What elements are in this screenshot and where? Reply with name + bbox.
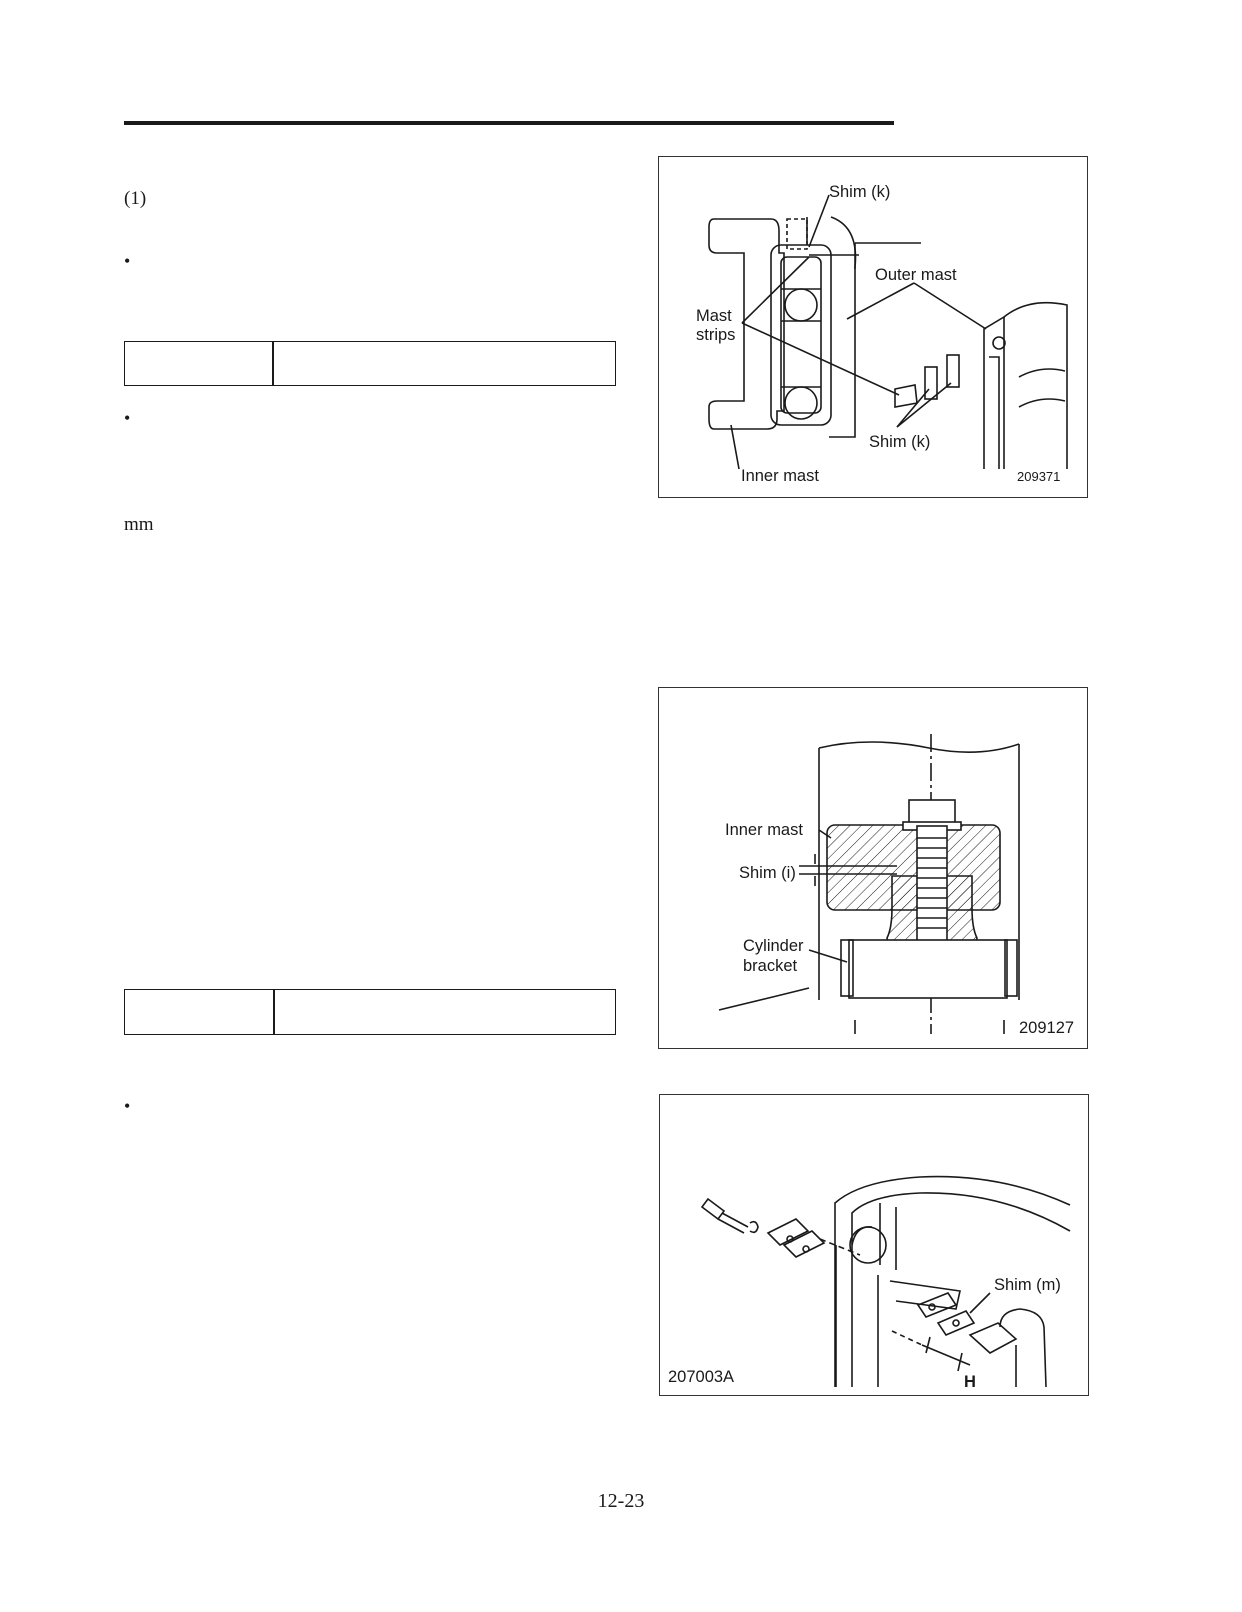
figure-shim-m: Shim (m) H 207003A	[659, 1094, 1089, 1396]
label-inner-mast: Inner mast	[741, 467, 819, 485]
bullet-item-3: •	[124, 1096, 131, 1116]
figure-cylinder-bracket: Inner mast Shim (i) Cylinder bracket 209…	[658, 687, 1088, 1049]
figure-cylinder-bracket-drawing: Inner mast Shim (i) Cylinder bracket 209…	[718, 734, 1074, 1037]
figure-code-3: 207003A	[668, 1368, 734, 1386]
label-inner-mast-2: Inner mast	[725, 821, 803, 839]
figure-mast-strips: Shim (k) Outer mast Mast strips Shim (k)…	[658, 156, 1088, 498]
label-shim-i: Shim (i)	[739, 864, 796, 882]
bullet-item-2: •	[124, 408, 131, 428]
spec-table-2	[124, 989, 616, 1035]
label-shim-k-top: Shim (k)	[829, 183, 890, 201]
label-mast-strips-2: strips	[696, 326, 735, 344]
label-dimension-h: H	[964, 1373, 976, 1391]
label-bracket: bracket	[743, 957, 798, 975]
spec-table-2-divider	[273, 990, 275, 1034]
label-cylinder: Cylinder	[743, 937, 804, 955]
label-mast-strips-1: Mast	[696, 307, 732, 325]
step-number: (1)	[124, 188, 147, 209]
figure-mast-strips-drawing: Shim (k) Outer mast Mast strips Shim (k)…	[696, 183, 1068, 485]
figure-code-2: 209127	[1019, 1019, 1074, 1037]
figure-code-1: 209371	[1017, 469, 1060, 484]
label-outer-mast: Outer mast	[875, 266, 957, 284]
spec-table-1-divider	[272, 342, 274, 385]
page-number: 12-23	[597, 1490, 645, 1512]
header-rule	[124, 121, 894, 125]
bullet-item-1: •	[124, 251, 131, 271]
unit-label: mm	[124, 514, 154, 535]
label-shim-m: Shim (m)	[994, 1276, 1061, 1294]
figure-shim-m-drawing: Shim (m) H 207003A	[668, 1175, 1071, 1391]
spec-table-1	[124, 341, 616, 386]
label-shim-k-bottom: Shim (k)	[869, 433, 930, 451]
